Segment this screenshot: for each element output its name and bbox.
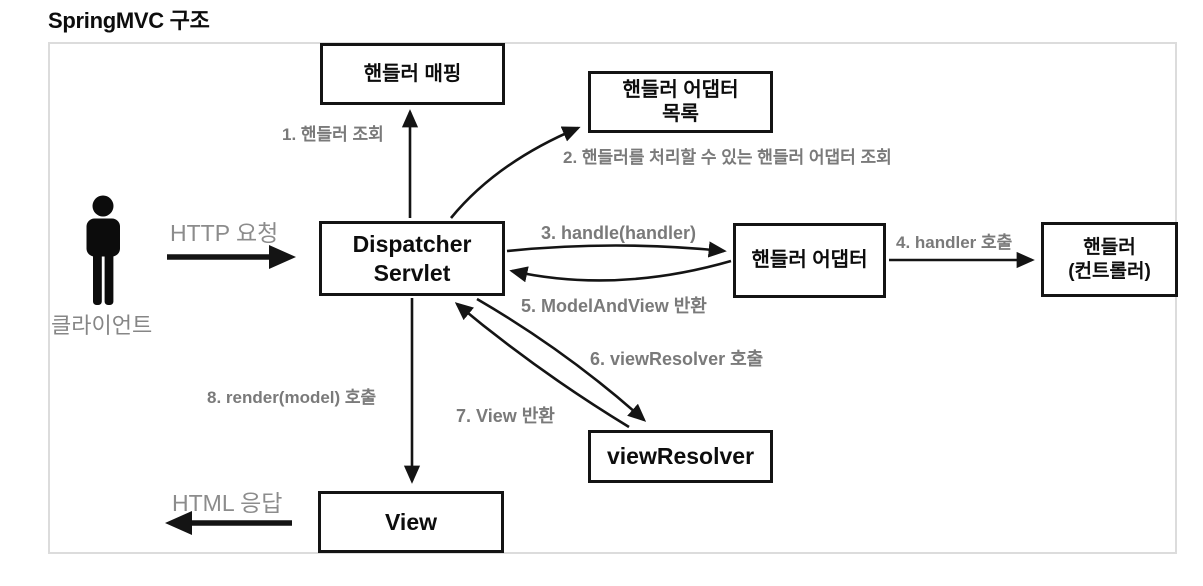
- label-step1: 1. 핸들러 조회: [282, 125, 384, 144]
- label-step2: 2. 핸들러를 처리할 수 있는 핸들러 어댑터 조회: [563, 148, 892, 167]
- label-step8: 8. render(model) 호출: [207, 388, 377, 407]
- label-client: 클라이언트: [51, 313, 153, 338]
- diagram-frame: [48, 42, 1177, 554]
- node-view-label: View: [385, 508, 437, 535]
- node-handler-mapping-label: 핸들러 매핑: [363, 62, 462, 85]
- node-dispatcher-servlet-line1: Dispatcher: [352, 231, 472, 258]
- page-title: SpringMVC 구조: [48, 8, 210, 33]
- node-dispatcher-servlet: Dispatcher Servlet: [319, 221, 505, 296]
- label-http-request: HTTP 요청: [170, 220, 279, 246]
- node-handler-adapter-list: 핸들러 어댑터 목록: [588, 71, 773, 133]
- node-handler-adapter-list-line2: 목록: [662, 103, 699, 125]
- label-step7: 7. View 반환: [456, 406, 555, 426]
- label-step3: 3. handle(handler): [541, 223, 697, 243]
- node-handler-adapter: 핸들러 어댑터: [733, 223, 886, 298]
- label-step4: 4. handler 호출: [896, 233, 1013, 252]
- label-step5: 5. ModelAndView 반환: [521, 296, 707, 316]
- node-dispatcher-servlet-line2: Servlet: [373, 259, 451, 286]
- node-handler-controller-line1: 핸들러: [1083, 237, 1136, 259]
- node-view-resolver-label: viewResolver: [606, 443, 755, 470]
- node-handler-adapter-list-line1: 핸들러 어댑터: [622, 78, 739, 101]
- node-handler-controller-line2: (컨트롤러): [1068, 260, 1151, 282]
- label-step6: 6. viewResolver 호출: [590, 349, 764, 369]
- node-handler-mapping: 핸들러 매핑: [320, 43, 505, 105]
- label-html-response: HTML 응답: [172, 490, 283, 516]
- node-view: View: [318, 491, 504, 553]
- node-handler-adapter-label: 핸들러 어댑터: [751, 249, 868, 272]
- node-handler-controller: 핸들러 (컨트롤러): [1041, 222, 1178, 297]
- node-view-resolver: viewResolver: [588, 430, 773, 483]
